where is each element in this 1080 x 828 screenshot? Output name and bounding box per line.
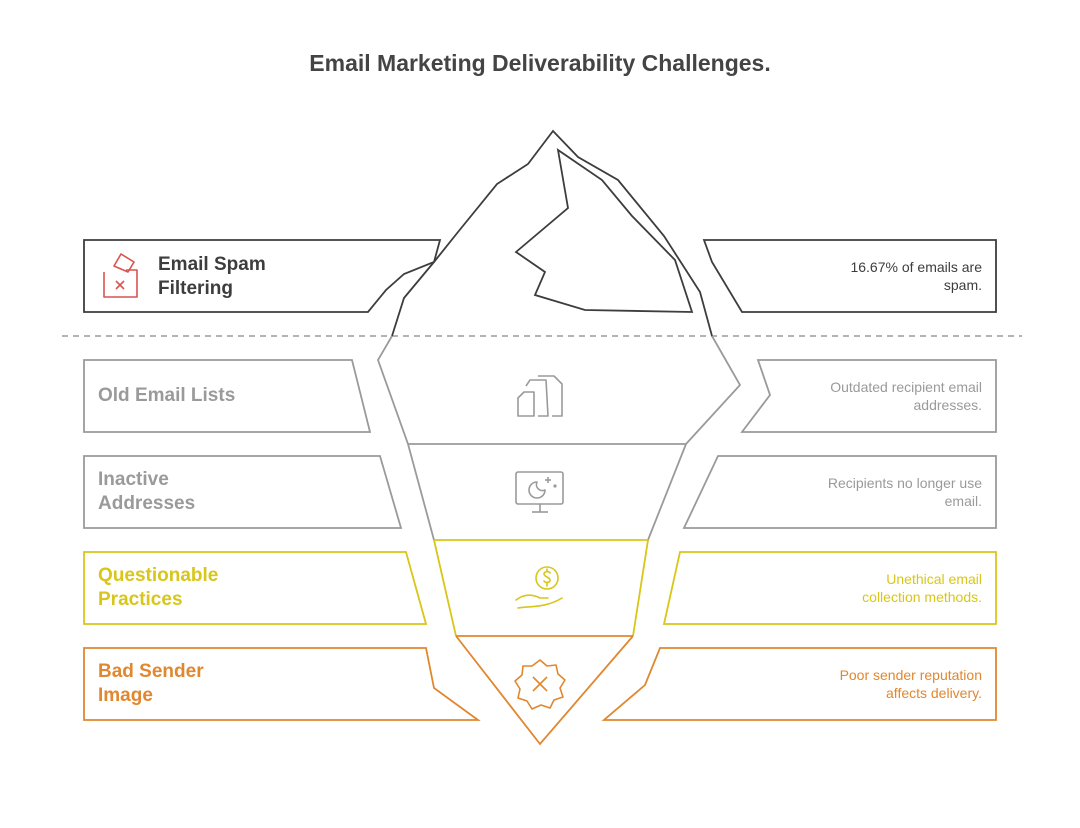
right-panel-inactive <box>682 455 997 529</box>
right-panel-bad-sender <box>601 647 997 721</box>
iceberg-bottom <box>455 635 634 746</box>
layer-description-questionable: Unethical email collection methods. <box>862 571 982 605</box>
layer-label-line: Questionable <box>98 565 219 586</box>
iceberg-body-right-gray <box>647 335 742 541</box>
layer-label-bad-sender: Bad Sender Image <box>98 660 338 708</box>
layer-label-old-lists: Old Email Lists <box>98 384 338 408</box>
diagram-title: Email Marketing Deliverability Challenge… <box>309 50 771 76</box>
sleeping-monitor-icon <box>515 471 564 513</box>
layer-label-line: Image <box>98 685 153 706</box>
left-panel-spam <box>83 239 442 313</box>
documents-icon <box>517 375 563 417</box>
layer-description-inactive: Recipients no longer use email. <box>827 475 982 509</box>
layer-description-spam: 16.67% of emails are spam. <box>850 259 982 293</box>
layer-label-line: Practices <box>98 589 183 610</box>
money-hand-icon <box>515 566 563 609</box>
layer-label-inactive: Inactive Addresses <box>98 468 338 516</box>
left-panel-old-lists <box>83 359 372 433</box>
layer-label-line: Email Spam <box>158 254 266 275</box>
layer-label-questionable: Questionable Practices <box>98 564 338 612</box>
right-panel-spam <box>702 239 997 313</box>
layer-label-line: Inactive <box>98 469 169 490</box>
left-panel-inactive <box>83 455 403 529</box>
left-panel-questionable <box>83 551 428 625</box>
layer-label-line: Old Email Lists <box>98 385 236 406</box>
iceberg-body-right-yellow <box>632 539 649 637</box>
right-panel-questionable <box>662 551 997 625</box>
layer-description-old-lists: Outdated recipient email addresses. <box>830 379 982 413</box>
iceberg-body-left-yellow <box>433 539 457 637</box>
spam-folder-icon <box>103 253 138 298</box>
iceberg-tip <box>391 129 713 337</box>
bad-badge-icon <box>514 659 566 710</box>
left-panel-bad-sender <box>83 647 481 721</box>
layer-label-line: Addresses <box>98 493 196 514</box>
layer-label-line: Bad Sender <box>98 661 204 682</box>
iceberg-body-left-gray <box>377 335 435 541</box>
layer-label-line: Filtering <box>158 278 233 299</box>
layer-description-bad-sender: Poor sender reputation affects delivery. <box>839 667 982 701</box>
right-panel-old-lists <box>740 359 997 433</box>
layer-label-spam: Email Spam Filtering <box>158 253 398 301</box>
